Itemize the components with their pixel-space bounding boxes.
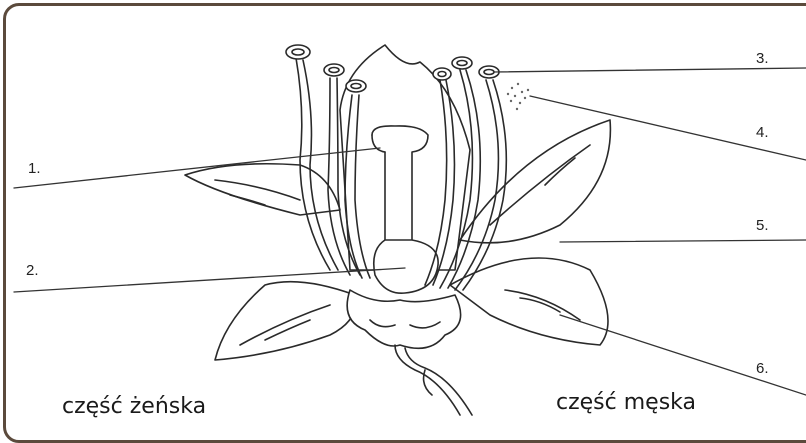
label-3: 3. <box>756 50 769 67</box>
label-1: 1. <box>28 160 41 177</box>
receptacle <box>347 290 460 348</box>
left-petal <box>185 164 340 215</box>
anther <box>286 45 310 59</box>
stalk <box>395 345 460 415</box>
pollen-dots <box>507 83 529 110</box>
right-upper-petal <box>460 120 610 243</box>
label-5: 5. <box>756 217 769 234</box>
label-4: 4. <box>756 124 769 141</box>
caption-female-part: część żeńska <box>62 394 206 419</box>
right-lower-petal <box>450 258 608 345</box>
flower-diagram <box>0 0 806 424</box>
label-2: 2. <box>26 262 39 279</box>
pistil-ovary <box>374 240 438 293</box>
left-lower-petal <box>215 282 356 360</box>
label-6: 6. <box>756 360 769 377</box>
caption-male-part: część męska <box>556 390 696 415</box>
